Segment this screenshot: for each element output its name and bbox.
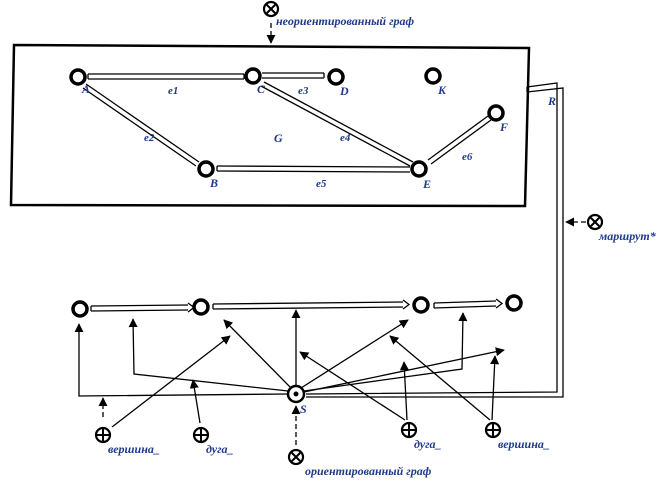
route-chain-arcs	[90, 298, 504, 313]
role-arrow-vertex-right-1	[389, 335, 491, 421]
vertex-D-node	[327, 68, 345, 86]
vertex-label-E: E	[422, 177, 431, 191]
edge-label-e1: e1	[168, 85, 178, 97]
role-vertex-left-label: вершина_	[108, 442, 160, 456]
edge-e1	[87, 73, 245, 80]
vertex-F-node	[487, 104, 505, 122]
edge-label-e3: e3	[298, 85, 309, 97]
undirected-graph-concept-icon	[262, 0, 280, 18]
vertex-B-node	[197, 160, 215, 178]
route-connector	[305, 82, 564, 398]
vertex-A-node	[69, 68, 87, 86]
graph-frame	[9, 43, 531, 208]
vertex-label-C: C	[257, 82, 266, 96]
edge-label-e2: e2	[144, 132, 155, 144]
route-concept-icon	[586, 213, 604, 231]
chain-node-2	[192, 298, 210, 316]
role-arc-right-icon	[400, 421, 418, 439]
role-arrow-arc-right-1	[399, 361, 409, 421]
vertex-label-F: F	[499, 120, 508, 134]
role-arrow-vertex-left-2	[111, 335, 231, 428]
route-sign-label: S	[300, 402, 307, 416]
role-vertex-left-icon	[94, 426, 112, 444]
role-vertex-right-label: вершина_	[498, 437, 550, 451]
role-arrow-vertex-right-2	[490, 355, 500, 421]
chain-node-4	[505, 294, 523, 312]
vertex-C-node	[244, 67, 262, 85]
chain-node-1	[71, 300, 89, 318]
chain-node-3	[412, 296, 430, 314]
role-arrow-arc-right-2	[299, 351, 406, 421]
directed-graph-label: ориентированный граф	[305, 464, 432, 478]
chain-arc-1	[90, 302, 196, 313]
route-sign-S	[286, 384, 306, 404]
edge-e3	[262, 72, 325, 79]
role-arc-left-icon	[192, 426, 210, 444]
edge-e2	[82, 83, 200, 167]
graph-vertices	[69, 67, 505, 178]
route-chain-nodes	[71, 294, 523, 318]
role-arc-left-label: дуга_	[206, 442, 234, 456]
role-arc-right-label: дуга_	[414, 437, 442, 451]
chain-arc-3	[433, 298, 504, 309]
vertex-E-node	[410, 160, 428, 178]
vertex-label-K: K	[437, 83, 447, 97]
edge-label-e6: e6	[462, 151, 473, 163]
directed-graph-concept-icon	[287, 448, 305, 466]
vertex-K-node	[424, 67, 442, 85]
route-label-R: R	[547, 94, 556, 108]
route-membership-arrows	[74, 309, 505, 397]
vertex-label-D: D	[339, 84, 349, 98]
edge-label-e5: e5	[316, 178, 327, 190]
chain-arc-2	[212, 299, 411, 310]
vertex-label-A: A	[81, 82, 90, 96]
graph-name-label: G	[274, 131, 283, 145]
edge-e4	[260, 81, 414, 167]
undirected-graph-label: неориентированный граф	[276, 14, 415, 28]
vertex-label-B: B	[209, 176, 218, 190]
edge-e5	[216, 165, 411, 173]
undirected-edges	[82, 72, 492, 173]
edge-label-e4: e4	[340, 132, 351, 144]
edge-e6	[427, 115, 492, 165]
role-arrow-arc-left	[189, 379, 201, 424]
role-arrows	[98, 335, 500, 445]
role-vertex-right-icon	[484, 421, 502, 439]
route-concept-label: маршрут*	[598, 229, 657, 243]
